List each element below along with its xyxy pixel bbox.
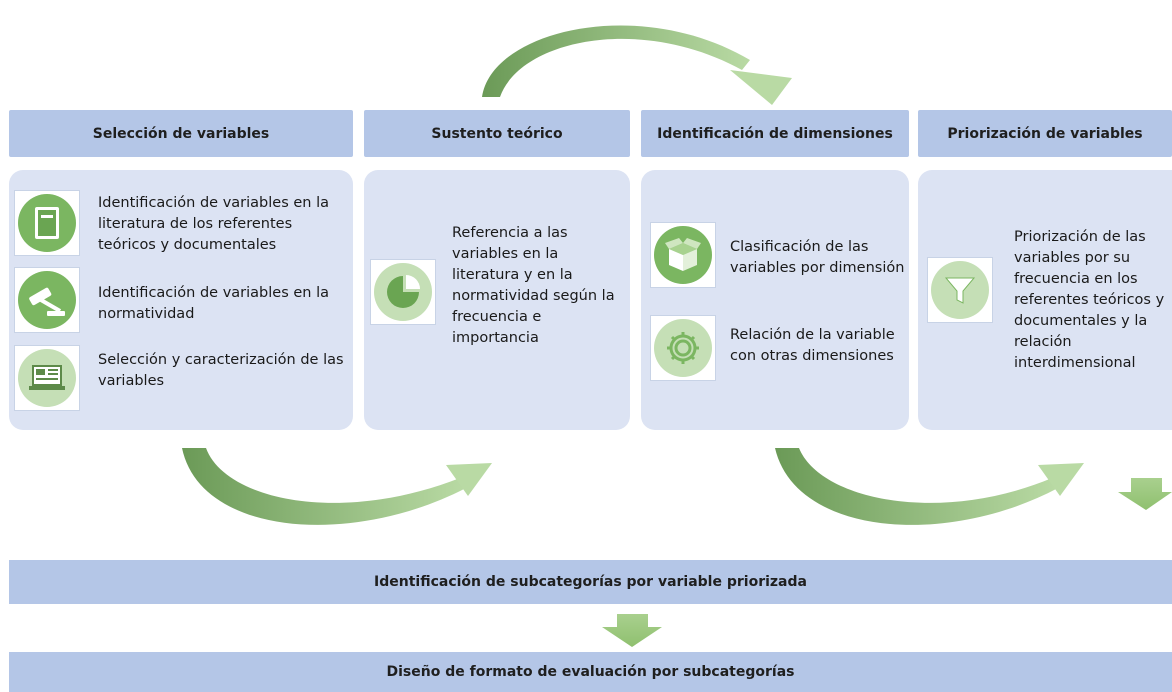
bar2-label: Diseño de formato de evaluación por subc… <box>386 664 795 680</box>
funnel-icon <box>927 257 993 323</box>
gear-icon <box>650 315 716 381</box>
book-icon <box>14 190 80 256</box>
curved-arrow-bottom-2 <box>775 448 1084 525</box>
pie-chart-icon <box>370 259 436 325</box>
panel1-item2-text: Identificación de variables en la normat… <box>98 285 329 322</box>
bar1-label: Identificación de subcategorías por vari… <box>374 574 807 590</box>
bar-identificacion-subcategorias: Identificación de subcategorías por vari… <box>9 560 1172 604</box>
down-arrow-middle <box>602 614 662 647</box>
header-identificacion-dimensiones: Identificación de dimensiones <box>641 110 909 157</box>
panel-priorizacion-variables: Priorización de las variables por su fre… <box>918 170 1172 430</box>
header-sustento-teorico: Sustento teórico <box>364 110 630 157</box>
header-priorizacion-variables: Priorización de variables <box>918 110 1172 157</box>
box-icon <box>650 222 716 288</box>
panel1-item1-text: Identificación de variables en la litera… <box>98 195 329 253</box>
header-seleccion-variables: Selección de variables <box>9 110 353 157</box>
panel1-item3-text: Selección y caracterización de las varia… <box>98 352 344 389</box>
panel-sustento-teorico: Referencia a las variables en la literat… <box>364 170 630 430</box>
header-label: Selección de variables <box>92 125 270 142</box>
panel-identificacion-dimensiones: Clasificación de las variables por dimen… <box>641 170 909 430</box>
panel3-item1-text: Clasificación de las variables por dimen… <box>730 239 905 276</box>
panel2-text: Referencia a las variables en la literat… <box>452 225 615 346</box>
panel-seleccion-variables: Identificación de variables en la litera… <box>9 170 353 430</box>
header-label: Priorización de variables <box>947 125 1143 142</box>
header-label: Sustento teórico <box>431 125 563 142</box>
curved-arrow-bottom-1 <box>182 448 492 525</box>
laptop-icon <box>14 345 80 411</box>
gavel-icon <box>14 267 80 333</box>
panel4-text: Priorización de las variables por su fre… <box>1014 229 1165 371</box>
curved-arrow-top <box>482 25 792 105</box>
panel3-item2-text: Relación de la variable con otras dimens… <box>730 327 895 364</box>
header-label: Identificación de dimensiones <box>657 125 893 142</box>
bar-diseno-formato: Diseño de formato de evaluación por subc… <box>9 652 1172 692</box>
down-arrow-right <box>1118 478 1172 510</box>
